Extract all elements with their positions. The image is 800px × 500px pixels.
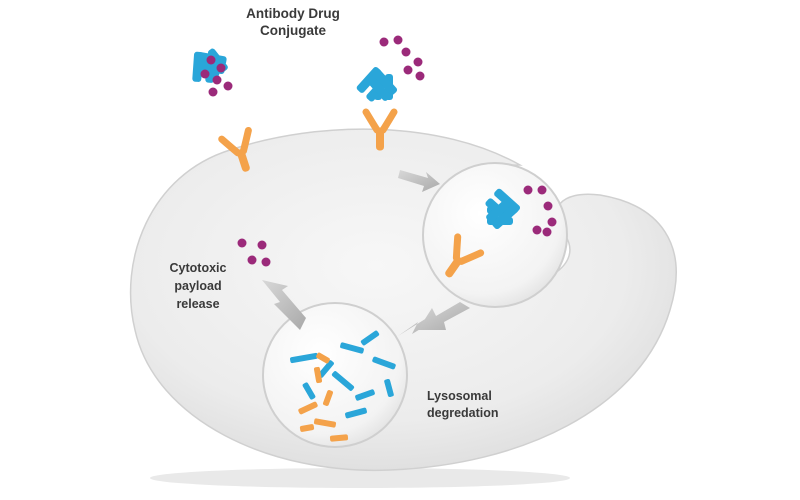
- label-lyso-line1: Lysosomal: [427, 389, 492, 403]
- label-payload-line2: payload: [174, 279, 221, 293]
- label-adc-line2: Conjugate: [260, 23, 326, 38]
- floor-shadow: [150, 468, 570, 488]
- arrow-payload-release: [262, 280, 306, 330]
- payload-dots-free-antibody: [200, 55, 233, 97]
- degraded-fragments: [290, 330, 396, 442]
- label-payload-line1: Cytotoxic: [170, 261, 227, 275]
- antibody-conjugate-bound: [355, 65, 399, 103]
- label-lyso-line2: degredation: [427, 406, 499, 420]
- endosome-vesicle: [422, 162, 568, 308]
- payload-dots-internalized: [523, 185, 557, 237]
- payload-dots-released: [237, 238, 271, 267]
- arrow-internalization: [398, 170, 440, 192]
- payload-dots-bound-antibody: [379, 35, 425, 81]
- arrow-to-lysosome: [398, 302, 470, 336]
- label-adc-line1: Antibody Drug: [246, 6, 340, 21]
- label-payload-line3: release: [176, 297, 219, 311]
